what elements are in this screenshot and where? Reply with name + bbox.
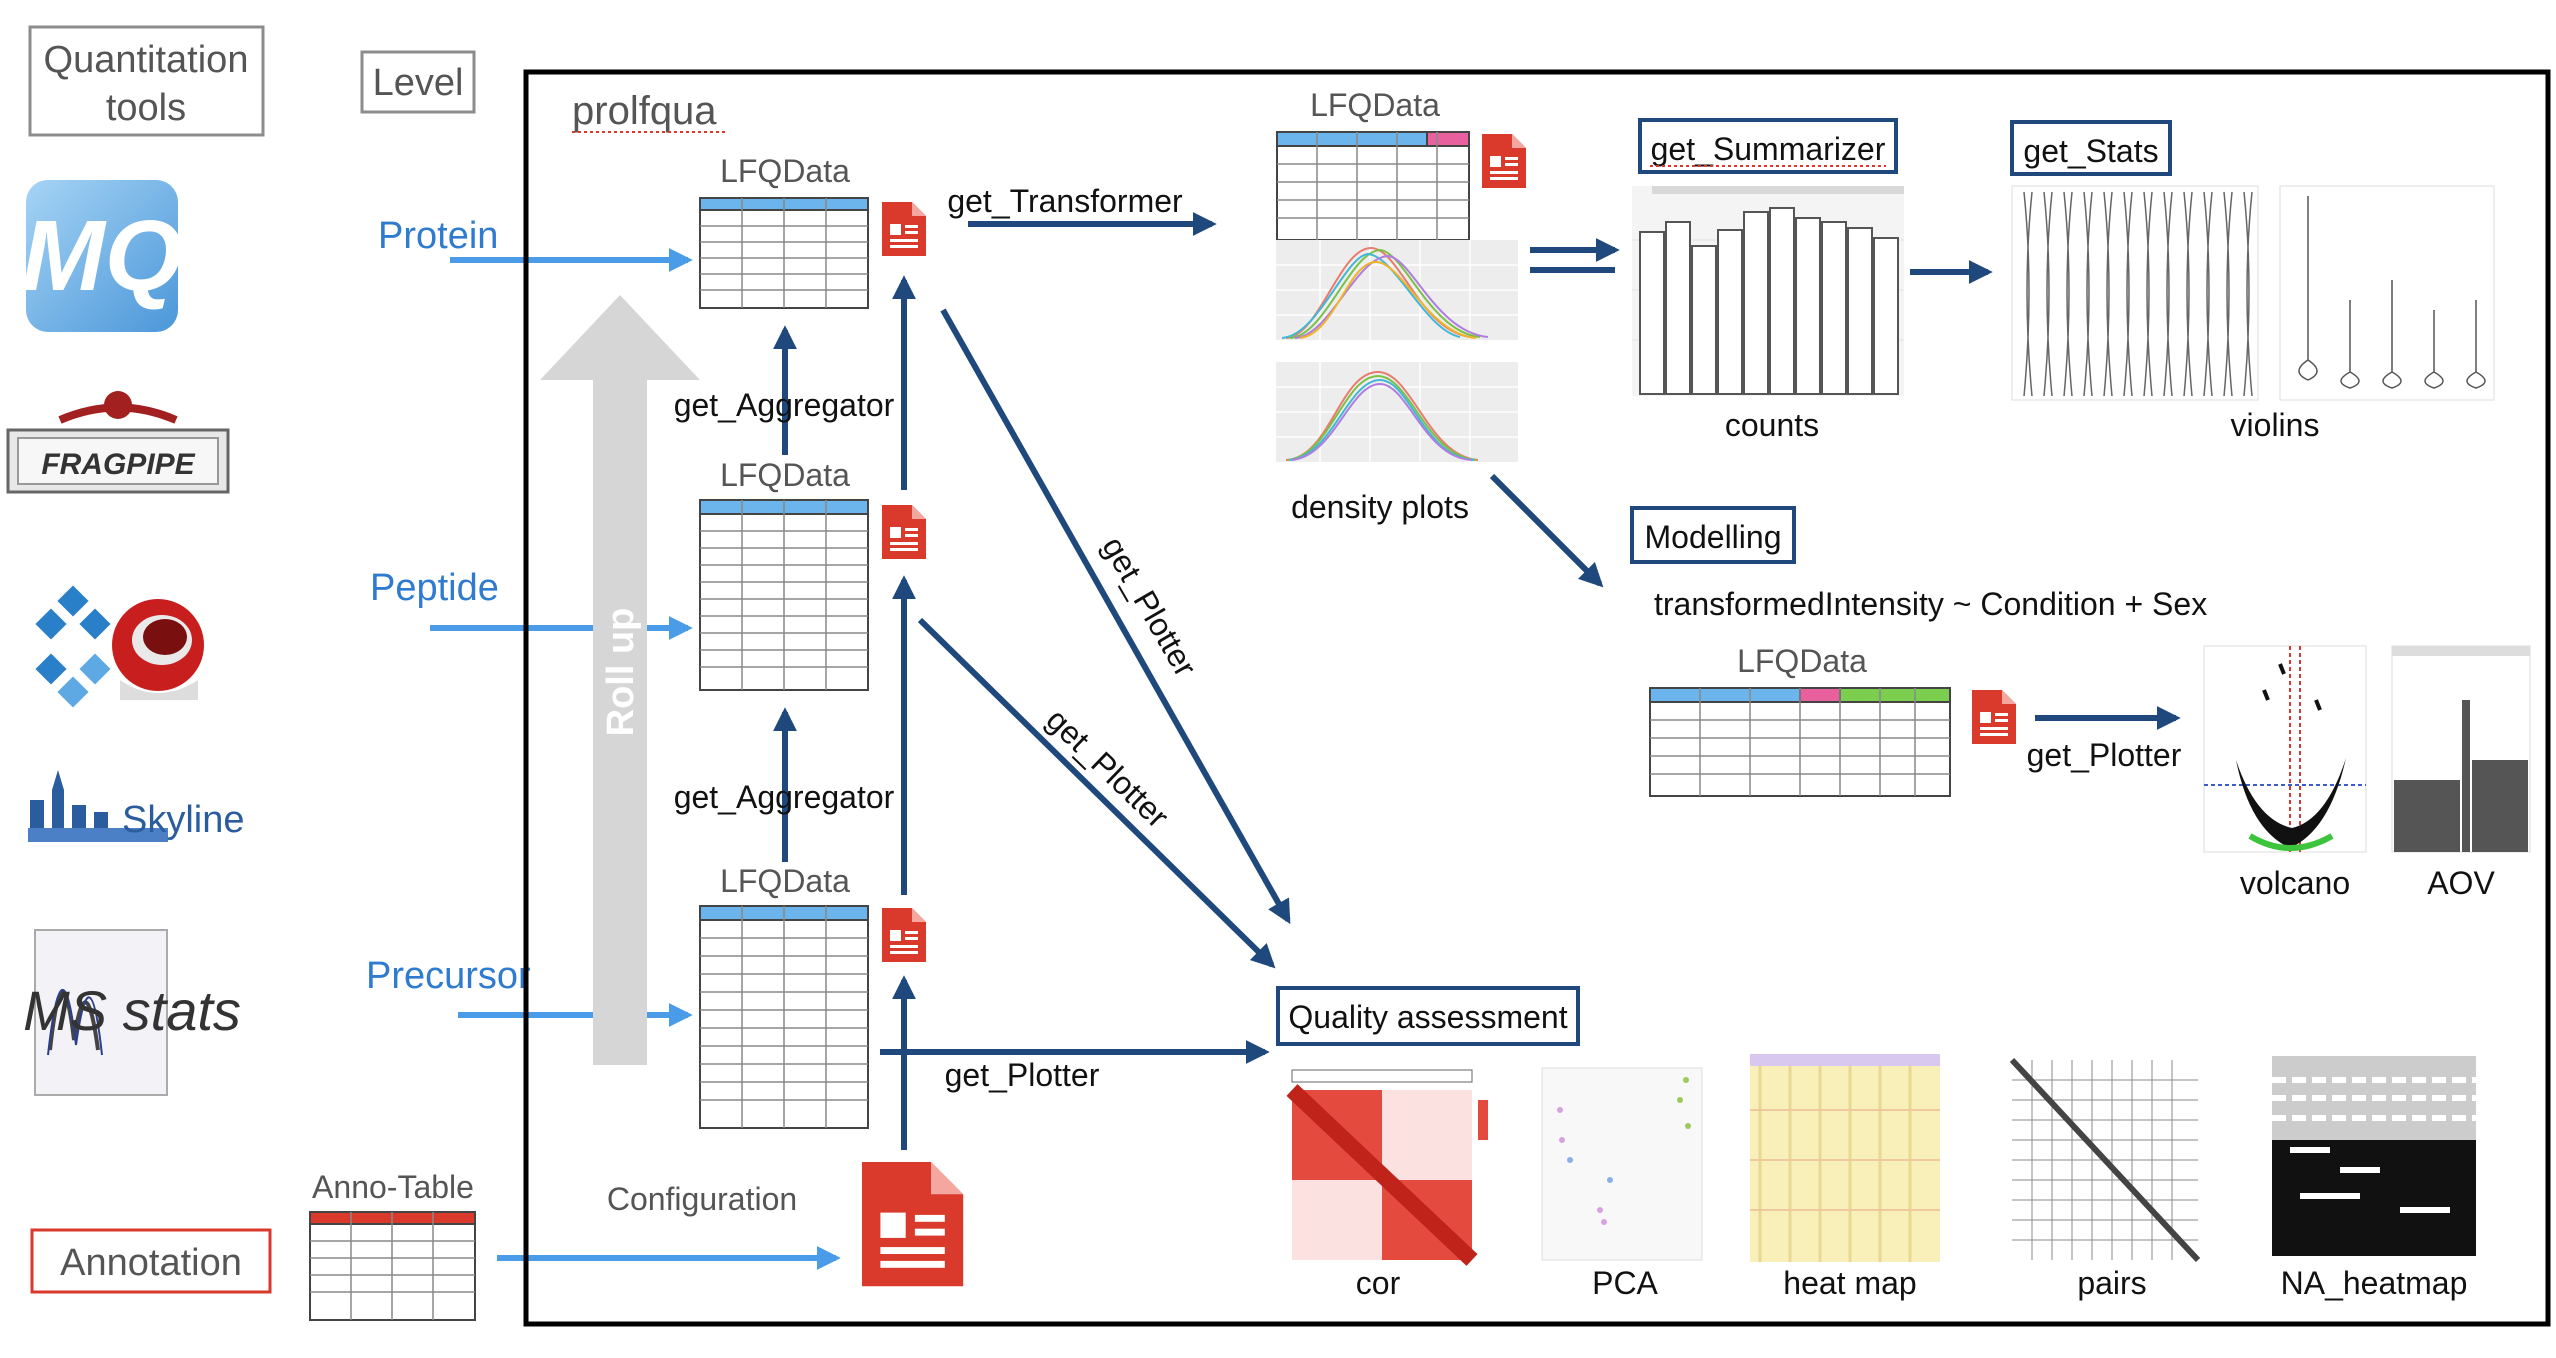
anno-table: Anno-Table — [309, 1169, 476, 1321]
document-icon-model — [1972, 690, 2016, 744]
annotation-box: Annotation — [30, 1228, 272, 1294]
to-modelling-arrow — [1489, 473, 1604, 588]
configuration-document-icon — [862, 1162, 964, 1287]
counts-caption: counts — [1725, 407, 1819, 443]
maxquant-logo-text: MQ — [21, 200, 182, 312]
document-icon-transformed — [1482, 134, 1526, 188]
get-stats-label: get_Stats — [2023, 133, 2158, 169]
quantitation-tools-label-line1: Quantitation — [44, 39, 249, 81]
anno-table-label: Anno-Table — [312, 1169, 474, 1205]
document-icon-protein — [882, 202, 926, 256]
roll-up-arrow: Roll up — [540, 295, 700, 1065]
density-plot-raw — [1276, 240, 1518, 340]
level-precursor: Precursor — [366, 955, 531, 997]
pairs-caption: pairs — [2077, 1265, 2146, 1301]
modelling-label: Modelling — [1645, 519, 1782, 555]
violins-caption: violins — [2231, 407, 2320, 443]
volcano-caption: volcano — [2240, 865, 2350, 901]
get-plotter-label-model: get_Plotter — [2027, 737, 2182, 773]
na-heatmap — [2272, 1056, 2476, 1256]
model-formula: transformedIntensity ~ Condition + Sex — [1654, 586, 2207, 622]
lfqdata-table-protein: LFQData — [699, 153, 869, 309]
violins-plot — [2011, 185, 2495, 401]
get-stats-box: get_Stats — [2010, 120, 2172, 176]
correlation-heatmap — [1286, 1069, 1488, 1266]
prolfqua-frame — [523, 69, 2551, 1327]
level-peptide: Peptide — [370, 567, 499, 609]
annotation-label: Annotation — [60, 1242, 242, 1284]
peptide-plotter-arrow — [917, 617, 1276, 969]
get-transformer-label: get_Transformer — [947, 183, 1183, 219]
heatmap-caption: heat map — [1783, 1265, 1916, 1301]
pca-caption: PCA — [1592, 1265, 1658, 1301]
pca-plot — [1541, 1067, 1703, 1261]
lfqdata-table-transformed: LFQData — [1276, 87, 1470, 241]
volcano-plot — [2203, 645, 2367, 853]
na-heatmap-caption: NA_heatmap — [2281, 1265, 2468, 1301]
lfqdata-label-model: LFQData — [1737, 643, 1867, 679]
skyline-logo: Skyline — [28, 770, 245, 842]
quantitation-tools-box: Quantitation tools — [28, 25, 265, 137]
lfqdata-label-peptide: LFQData — [720, 457, 850, 493]
document-icon-peptide — [882, 505, 926, 559]
intensity-heatmap — [1750, 1054, 1940, 1262]
protein-plotter-arrow — [940, 308, 1291, 925]
density-plot-transformed — [1276, 362, 1518, 462]
maxquant-logo: MQ — [21, 180, 183, 332]
lfqdata-label-precursor: LFQData — [720, 863, 850, 899]
level-header: Level — [373, 62, 464, 104]
get-summarizer-label: get_Summarizer — [1651, 131, 1886, 167]
lfqdata-label-protein: LFQData — [720, 153, 850, 189]
roll-up-label: Roll up — [600, 608, 642, 737]
msstats-logo-text: MS stats — [23, 979, 241, 1042]
counts-bar-plot — [1632, 186, 1904, 396]
get-aggregator-label-upper: get_Aggregator — [674, 387, 895, 423]
aov-histogram — [2391, 645, 2531, 853]
quantitation-tools-label-line2: tools — [106, 87, 186, 129]
level-box: Level — [360, 50, 476, 114]
aov-caption: AOV — [2427, 865, 2495, 901]
lfqdata-table-peptide: LFQData — [699, 457, 869, 691]
document-icon-precursor — [882, 908, 926, 962]
msstats-logo: MS stats — [23, 929, 241, 1096]
configuration-label: Configuration — [607, 1181, 797, 1217]
fragpipe-logo: FRAGPIPE — [6, 391, 230, 494]
lfqdata-table-precursor: LFQData — [699, 863, 869, 1129]
fragpipe-logo-text: FRAGPIPE — [41, 448, 195, 481]
quality-assessment-label: Quality assessment — [1288, 999, 1567, 1035]
lfqdata-label-transformed: LFQData — [1310, 87, 1440, 123]
pairs-plot — [2009, 1057, 2201, 1263]
modelling-box: Modelling — [1630, 506, 1796, 564]
quality-assessment-box: Quality assessment — [1276, 986, 1580, 1046]
prolfqua-title: prolfqua — [572, 89, 717, 133]
spectronaut-logo — [35, 585, 204, 708]
cor-caption: cor — [1356, 1265, 1401, 1301]
get-plotter-label-peptide: get_Plotter — [1039, 701, 1176, 835]
lfqdata-table-model: LFQData — [1649, 643, 1951, 797]
level-protein: Protein — [378, 215, 498, 257]
get-plotter-label-precursor: get_Plotter — [945, 1057, 1100, 1093]
skyline-logo-text: Skyline — [122, 799, 245, 841]
density-plots-caption: density plots — [1291, 489, 1469, 525]
get-aggregator-label-lower: get_Aggregator — [674, 779, 895, 815]
get-summarizer-box: get_Summarizer — [1638, 118, 1898, 174]
